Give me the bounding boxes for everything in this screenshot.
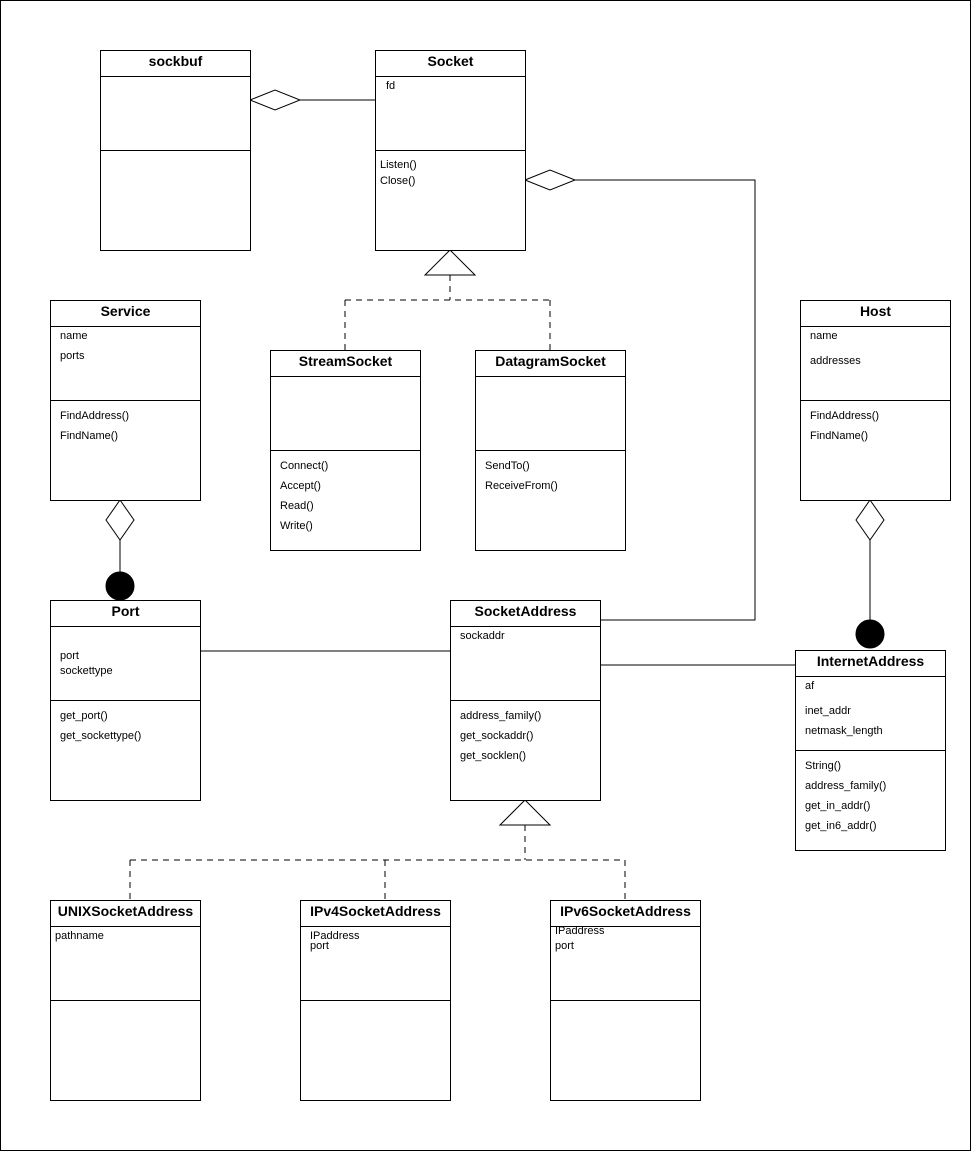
class-host: Host name addresses FindAddress() FindNa… bbox=[800, 300, 951, 501]
compartment-divider bbox=[801, 400, 950, 401]
attribute: pathname bbox=[55, 930, 104, 942]
compartment-divider bbox=[796, 750, 945, 751]
class-sockbuf: sockbuf bbox=[100, 50, 251, 251]
attribute: name bbox=[60, 330, 88, 342]
method: FindName() bbox=[60, 430, 119, 442]
method: Connect() bbox=[280, 460, 329, 472]
class-port: Port port sockettype get_port() get_sock… bbox=[50, 600, 201, 801]
inheritance-triangle-socket bbox=[423, 249, 477, 276]
class-socketaddress: SocketAddress sockaddr address_family() … bbox=[450, 600, 601, 801]
aggregation-diamond-sockbuf bbox=[248, 89, 302, 111]
class-name: SocketAddress bbox=[451, 601, 600, 627]
compartment-divider bbox=[551, 1000, 700, 1001]
compartment-divider bbox=[51, 400, 200, 401]
class-name: UNIXSocketAddress bbox=[51, 901, 200, 927]
method: Listen() bbox=[380, 159, 417, 171]
attribute: sockaddr bbox=[460, 630, 505, 642]
class-datagramsocket: DatagramSocket SendTo() ReceiveFrom() bbox=[475, 350, 626, 551]
assoc-line-socket-socketaddress bbox=[575, 179, 756, 621]
attribute: inet_addr bbox=[805, 705, 851, 717]
attribute: addresses bbox=[810, 355, 861, 367]
class-name: IPv6SocketAddress bbox=[551, 901, 700, 927]
attribute: IPaddress bbox=[310, 930, 360, 942]
composition-dot-port bbox=[105, 571, 135, 601]
aggregation-diamond-socket bbox=[523, 169, 577, 191]
method: String() bbox=[805, 760, 842, 772]
attribute: port bbox=[555, 940, 574, 952]
method: address_family() bbox=[805, 780, 887, 792]
class-socket: Socket fd Listen() Close() bbox=[375, 50, 526, 251]
method: get_in_addr() bbox=[805, 800, 871, 812]
compartment-divider bbox=[271, 450, 420, 451]
class-name: Service bbox=[51, 301, 200, 327]
class-name: DatagramSocket bbox=[476, 351, 625, 377]
method: Write() bbox=[280, 520, 313, 532]
aggregation-diamond-service bbox=[105, 499, 135, 541]
class-name: StreamSocket bbox=[271, 351, 420, 377]
method: address_family() bbox=[460, 710, 542, 722]
class-ipv6socketaddress: IPv6SocketAddress IPaddress port bbox=[550, 900, 701, 1101]
class-internetaddress: InternetAddress af inet_addr netmask_len… bbox=[795, 650, 946, 851]
method: FindName() bbox=[810, 430, 869, 442]
class-name: Port bbox=[51, 601, 200, 627]
method: Accept() bbox=[280, 480, 321, 492]
method: Read() bbox=[280, 500, 314, 512]
attribute: netmask_length bbox=[805, 725, 883, 737]
method: get_socklen() bbox=[460, 750, 527, 762]
attribute: sockettype bbox=[60, 665, 113, 677]
method: get_sockaddr() bbox=[460, 730, 534, 742]
inheritance-triangle-socketaddress bbox=[498, 799, 552, 826]
compartment-divider bbox=[51, 1000, 200, 1001]
class-name: Socket bbox=[376, 51, 525, 77]
class-unixsocketaddress: UNIXSocketAddress pathname bbox=[50, 900, 201, 1101]
class-name: Host bbox=[801, 301, 950, 327]
compartment-divider bbox=[301, 1000, 450, 1001]
attribute: af bbox=[805, 680, 815, 692]
compartment-divider bbox=[376, 150, 525, 151]
class-name: IPv4SocketAddress bbox=[301, 901, 450, 927]
method: FindAddress() bbox=[810, 410, 880, 422]
compartment-divider bbox=[476, 450, 625, 451]
class-name: sockbuf bbox=[101, 51, 250, 77]
attribute: fd bbox=[386, 80, 396, 92]
compartment-divider bbox=[51, 700, 200, 701]
method: get_port() bbox=[60, 710, 108, 722]
compartment-divider bbox=[451, 700, 600, 701]
attribute: name bbox=[810, 330, 838, 342]
method: ReceiveFrom() bbox=[485, 480, 558, 492]
method: Close() bbox=[380, 175, 416, 187]
composition-dot-internetaddress bbox=[855, 619, 885, 649]
attribute: ports bbox=[60, 350, 85, 362]
compartment-divider bbox=[101, 150, 250, 151]
attribute: port bbox=[310, 940, 329, 952]
method: get_sockettype() bbox=[60, 730, 142, 742]
attribute: port bbox=[60, 650, 79, 662]
class-ipv4socketaddress: IPv4SocketAddress IPaddress port bbox=[300, 900, 451, 1101]
aggregation-diamond-host bbox=[855, 499, 885, 541]
method: SendTo() bbox=[485, 460, 530, 472]
class-name: InternetAddress bbox=[796, 651, 945, 677]
class-streamsocket: StreamSocket Connect() Accept() Read() W… bbox=[270, 350, 421, 551]
method: FindAddress() bbox=[60, 410, 130, 422]
attribute: IPaddress bbox=[555, 925, 605, 937]
class-service: Service name ports FindAddress() FindNam… bbox=[50, 300, 201, 501]
method: get_in6_addr() bbox=[805, 820, 877, 832]
